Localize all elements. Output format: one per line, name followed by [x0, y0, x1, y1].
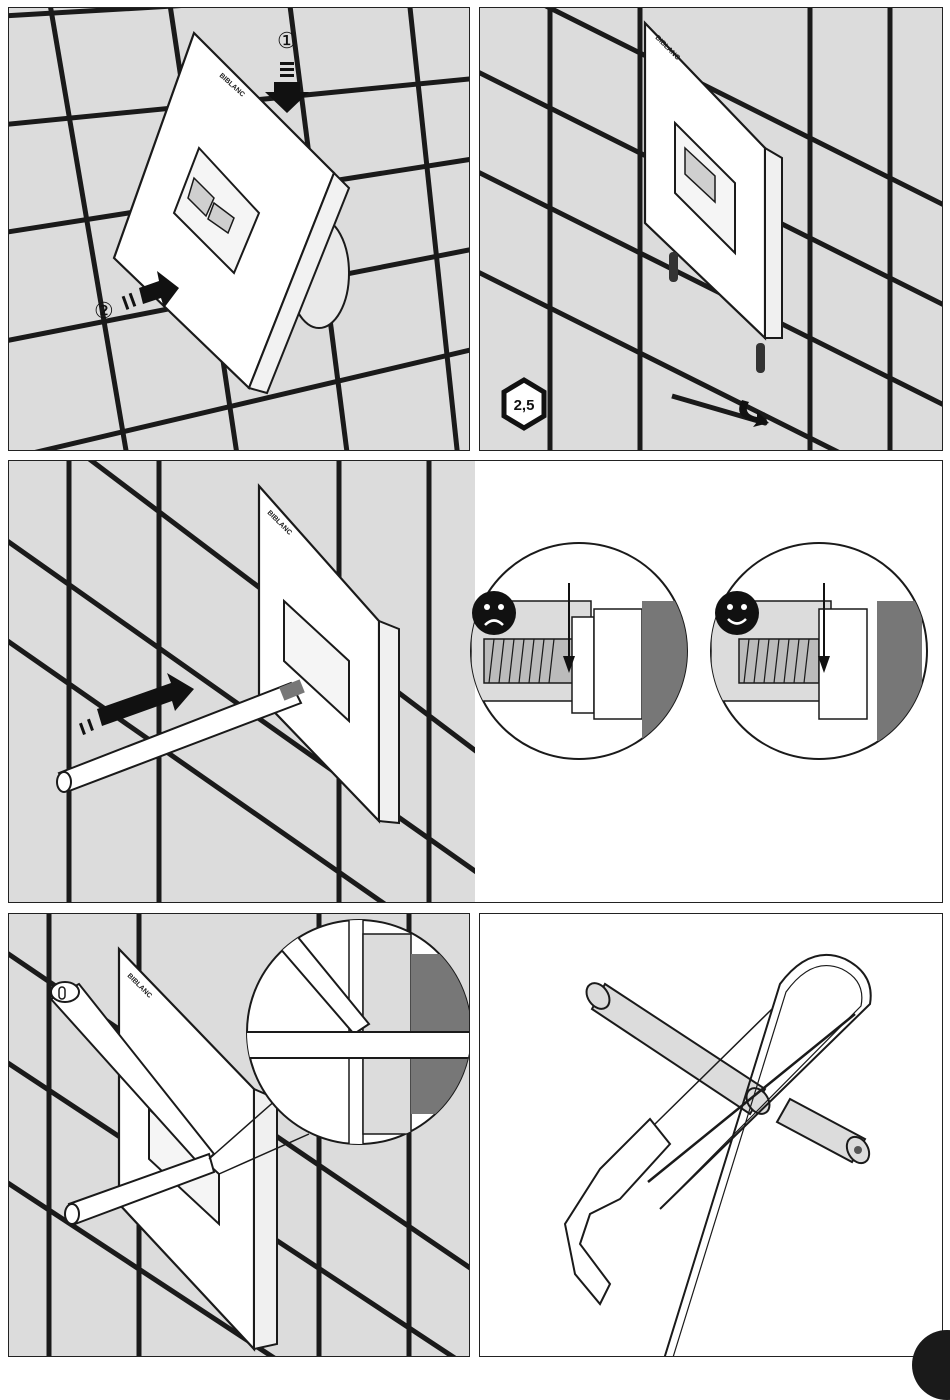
tiled-wall — [9, 461, 475, 903]
step-5-panel — [479, 913, 943, 1357]
cut-rod-piece — [777, 1099, 874, 1167]
step-5-illustration — [480, 914, 943, 1357]
sad-face-icon — [472, 591, 516, 635]
step-marker-1: ① — [277, 28, 297, 53]
step-marker-2: ② — [94, 298, 114, 323]
step-4-illustration: BIBLANC — [9, 914, 470, 1357]
happy-face-icon — [715, 591, 759, 635]
step-3-panel: BIBLANC — [8, 460, 943, 903]
cover-plate-edge — [765, 148, 782, 338]
set-screw-right — [756, 343, 765, 373]
step-2-illustration: BIBLANC 2,5 — [480, 8, 943, 451]
detail-wrong-depth — [471, 543, 687, 759]
step-1-illustration: BIBLANC ① ② — [9, 8, 470, 451]
step-2-panel: BIBLANC 2,5 — [479, 7, 943, 451]
cover-plate-edge — [254, 1089, 277, 1349]
cover-plate-edge — [379, 621, 399, 823]
detail-correct-depth — [711, 543, 927, 759]
step-1-panel: BIBLANC ① ② — [8, 7, 470, 451]
hex-key-size-label: 2,5 — [514, 397, 535, 414]
set-screw-left — [669, 252, 678, 282]
step-4-panel: BIBLANC — [8, 913, 470, 1357]
step-3-illustration: BIBLANC — [9, 461, 943, 903]
